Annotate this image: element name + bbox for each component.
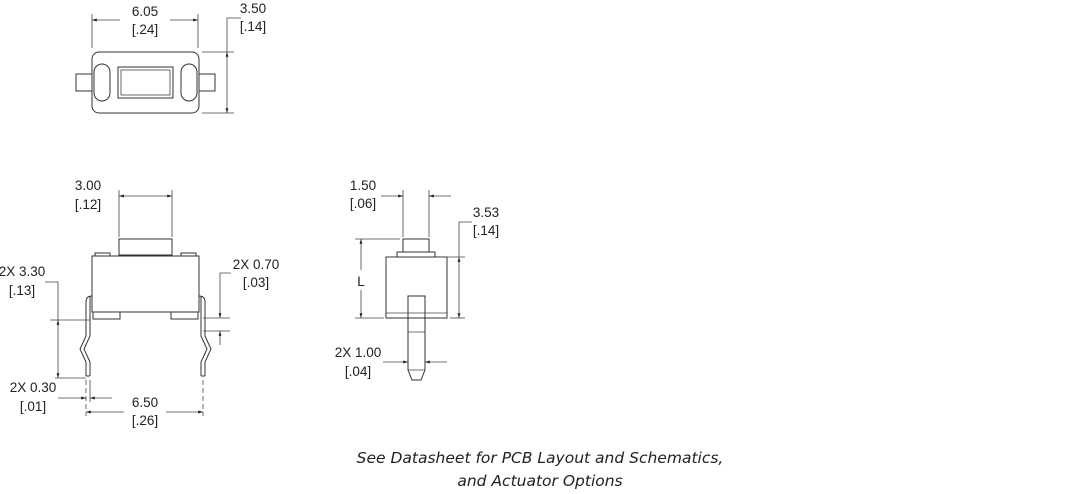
datasheet-note-line1: See Datasheet for PCB Layout and Schemat… xyxy=(356,449,724,467)
front-actuator-mm: 3.00 xyxy=(75,178,101,193)
datasheet-note-line2: and Actuator Options xyxy=(457,472,623,490)
top-height-mm: 3.50 xyxy=(240,1,266,16)
top-height-in: [.14] xyxy=(240,19,266,34)
top-view: 6.05 [.24] 3.50 [.14] xyxy=(75,1,266,114)
side-actuator-mm: 1.50 xyxy=(350,178,376,193)
lead-width-label: 2X 1.00 xyxy=(335,345,382,360)
lead-length-in: [.13] xyxy=(9,283,35,298)
length-label: L xyxy=(357,274,365,289)
front-view: 3.00 [.12] 2X 3.30 [.13] 2X 0.70 [.03] 2… xyxy=(0,178,279,428)
lead-width-in: [.04] xyxy=(345,364,371,379)
lead-spacing-mm: 6.50 xyxy=(132,395,158,410)
side-actuator-in: [.06] xyxy=(350,196,376,211)
top-width-in: [.24] xyxy=(132,22,158,37)
lead-spacing-in: [.26] xyxy=(132,413,158,428)
side-view: 1.50 [.06] L 3.53 [.14] 2X 1.00 [.04] xyxy=(335,178,499,381)
lead-length-label: 2X 3.30 xyxy=(0,264,45,279)
side-height-in: [.14] xyxy=(473,223,499,238)
side-height-mm: 3.53 xyxy=(473,205,499,220)
standoff-label: 2X 0.70 xyxy=(233,257,280,272)
lead-thickness-in: [.01] xyxy=(20,399,46,414)
top-width-mm: 6.05 xyxy=(132,4,158,19)
standoff-in: [.03] xyxy=(243,275,269,290)
front-actuator-in: [.12] xyxy=(75,197,101,212)
lead-thickness-label: 2X 0.30 xyxy=(10,380,57,395)
